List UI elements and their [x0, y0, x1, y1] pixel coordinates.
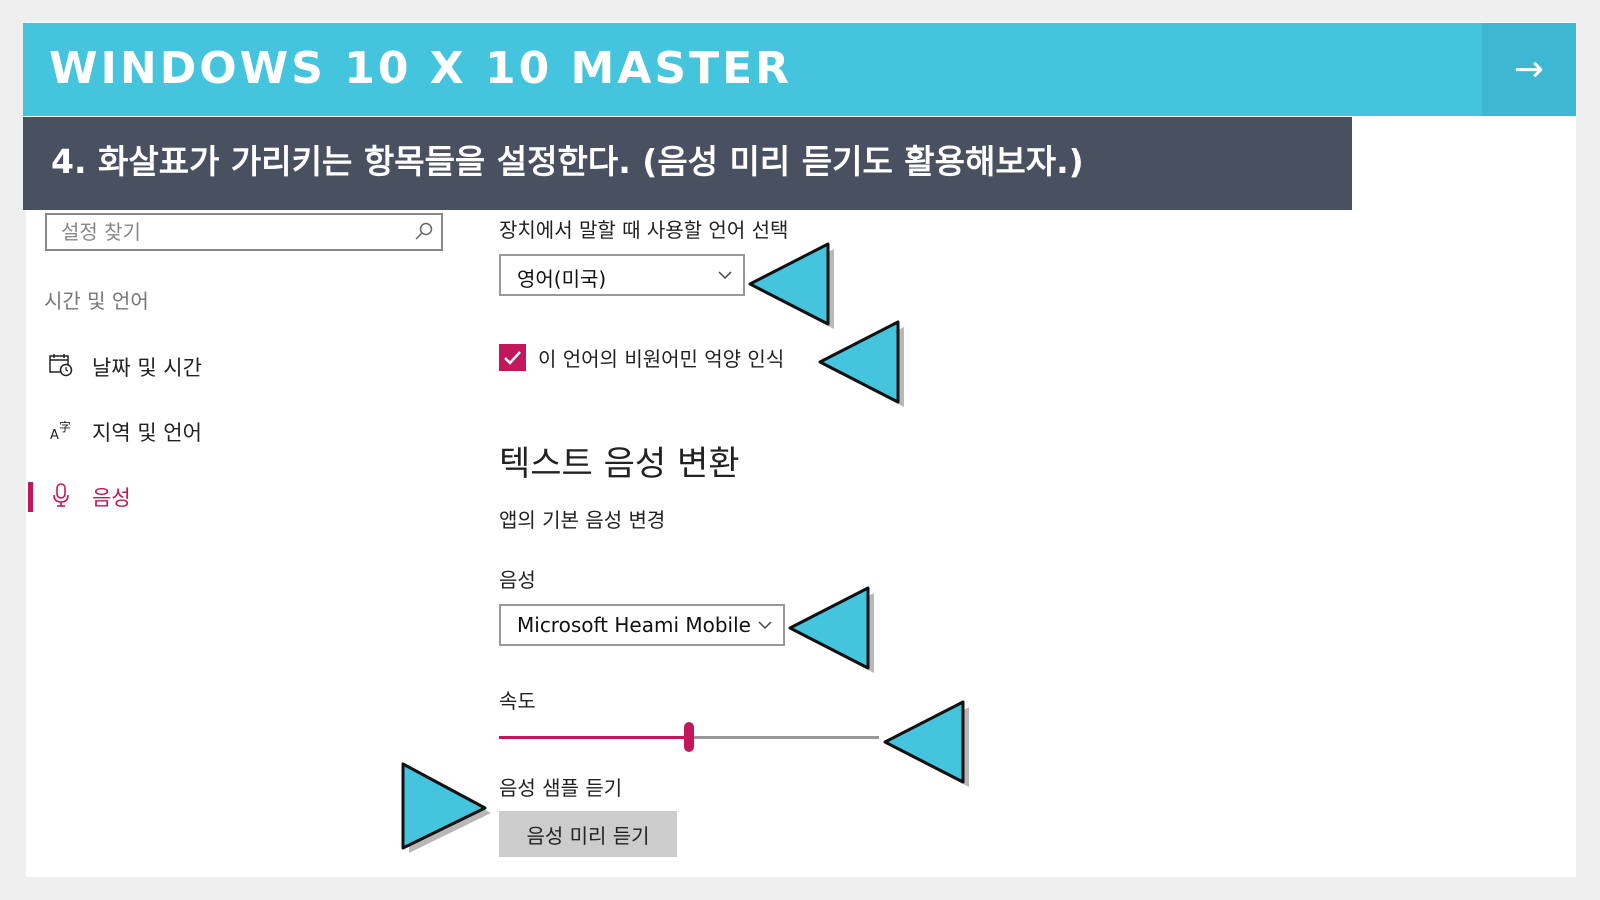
tts-heading: 텍스트 음성 변환 [499, 444, 740, 484]
chevron-down-icon [758, 621, 772, 630]
sidebar-item-label: 날짜 및 시간 [92, 356, 202, 380]
instruction-text: 4. 화살표가 가리키는 항목들을 설정한다. (음성 미리 듣기도 활용해보자… [51, 142, 1084, 181]
language-icon: A 字 [50, 419, 71, 443]
speech-language-value: 영어(미국) [517, 267, 607, 291]
sidebar-item-label: 지역 및 언어 [92, 421, 202, 445]
speed-slider[interactable] [499, 722, 879, 752]
accent-checkbox[interactable] [499, 344, 526, 371]
pointer-arrow-icon [883, 700, 969, 787]
speech-language-dropdown[interactable]: 영어(미국) [499, 254, 745, 296]
speech-language-label: 장치에서 말할 때 사용할 언어 선택 [499, 218, 789, 242]
sidebar-item-date-time[interactable]: 날짜 및 시간 [44, 346, 444, 386]
accent-checkbox-label: 이 언어의 비원어민 억양 인식 [538, 347, 785, 371]
voice-dropdown[interactable]: Microsoft Heami Mobile [499, 604, 785, 646]
header-title: WINDOWS 10 X 10 MASTER [49, 43, 793, 94]
preview-voice-button[interactable]: 음성 미리 듣기 [499, 811, 677, 857]
instruction-bar: 4. 화살표가 가리키는 항목들을 설정한다. (음성 미리 듣기도 활용해보자… [23, 117, 1352, 210]
pointer-arrow-icon [748, 242, 834, 329]
pointer-arrow-icon [401, 762, 491, 853]
slider-fill [499, 736, 689, 739]
default-voice-label: 앱의 기본 음성 변경 [499, 508, 666, 532]
sidebar-item-label: 음성 [92, 486, 131, 510]
sample-label: 음성 샘플 듣기 [499, 776, 623, 800]
svg-text:A: A [50, 428, 59, 443]
search-icon[interactable] [413, 220, 435, 242]
sidebar-item-speech[interactable]: 음성 [44, 476, 444, 516]
sidebar-item-region-language[interactable]: A 字 지역 및 언어 [44, 411, 444, 451]
active-indicator [28, 482, 33, 512]
calendar-clock-icon [49, 354, 73, 377]
speed-label: 속도 [499, 689, 536, 713]
checkmark-icon [504, 351, 521, 365]
chevron-down-icon [718, 271, 732, 280]
voice-label: 음성 [499, 568, 536, 592]
pointer-arrow-icon [788, 586, 874, 673]
svg-text:字: 字 [59, 419, 71, 434]
settings-search-box[interactable] [45, 213, 443, 251]
search-input[interactable] [61, 219, 401, 245]
arrow-right-icon[interactable]: → [1482, 23, 1576, 116]
voice-value: Microsoft Heami Mobile [517, 613, 751, 637]
slider-thumb[interactable] [684, 722, 694, 752]
header-bar: WINDOWS 10 X 10 MASTER → [23, 23, 1576, 116]
microphone-icon [53, 483, 69, 507]
pointer-arrow-icon [818, 320, 904, 407]
sidebar-section-title: 시간 및 언어 [44, 289, 149, 313]
